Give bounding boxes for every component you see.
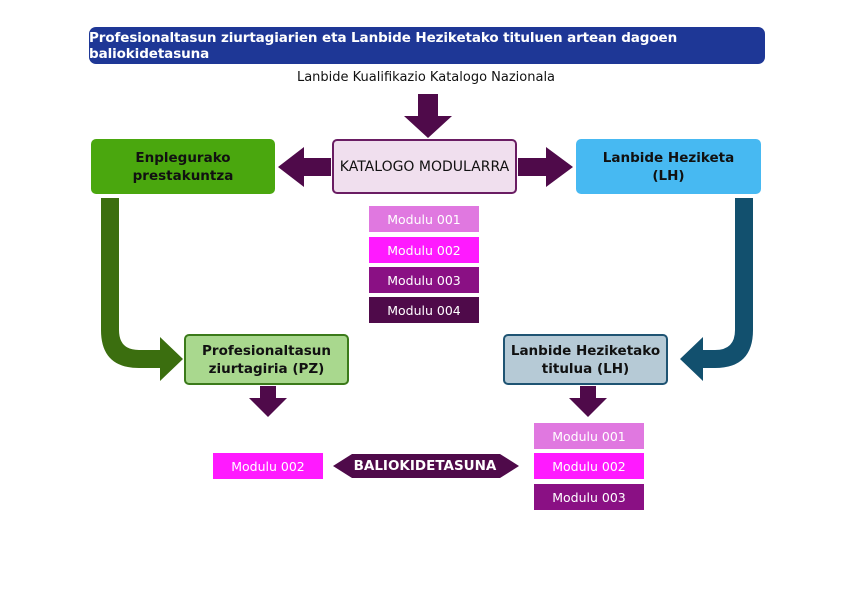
arrow-left-enplegu	[278, 147, 331, 187]
node-line: prestakuntza	[132, 167, 234, 184]
arrow-curve-green	[101, 198, 183, 381]
katalogo-module: Modulu 001	[369, 206, 479, 232]
node-lanbide-heziketa: Lanbide Heziketa(LH)	[576, 139, 761, 194]
katalogo-module: Modulu 004	[369, 297, 479, 323]
equivalence-label: BALIOKIDETASUNA	[353, 458, 497, 474]
node-line: Lanbide Heziketako	[510, 342, 661, 359]
katalogo-module: Modulu 002	[369, 237, 479, 263]
node-line: ziurtagiria (PZ)	[208, 360, 325, 377]
title-banner: Profesionaltasun ziurtagiarien eta Lanbi…	[89, 27, 765, 64]
lh-module: Modulu 001	[534, 423, 644, 449]
arrow-equivalence	[333, 454, 519, 478]
arrow-curve-blue	[680, 198, 753, 381]
arrow-down-lht	[569, 386, 607, 417]
node-line: Enplegurako	[135, 149, 231, 166]
lh-module: Modulu 002	[534, 453, 644, 479]
arrow-right-lh	[518, 147, 573, 187]
node-line: titulua (LH)	[541, 360, 630, 377]
catalog-subtitle: Lanbide Kualifikazio Katalogo Nazionala	[296, 70, 556, 85]
pz-module: Modulu 002	[213, 453, 323, 479]
node-line: Profesionaltasun	[202, 342, 331, 359]
node-katalogo-modularra: KATALOGO MODULARRA	[332, 139, 517, 194]
arrow-down-katalogo	[404, 94, 452, 138]
arrow-down-pz	[249, 386, 287, 417]
lh-module: Modulu 003	[534, 484, 644, 510]
node-line: (LH)	[652, 167, 685, 184]
node-line: Lanbide Heziketa	[602, 149, 735, 166]
title-text: Profesionaltasun ziurtagiarien eta Lanbi…	[89, 29, 678, 62]
node-label: KATALOGO MODULARRA	[339, 158, 510, 175]
katalogo-module: Modulu 003	[369, 267, 479, 293]
